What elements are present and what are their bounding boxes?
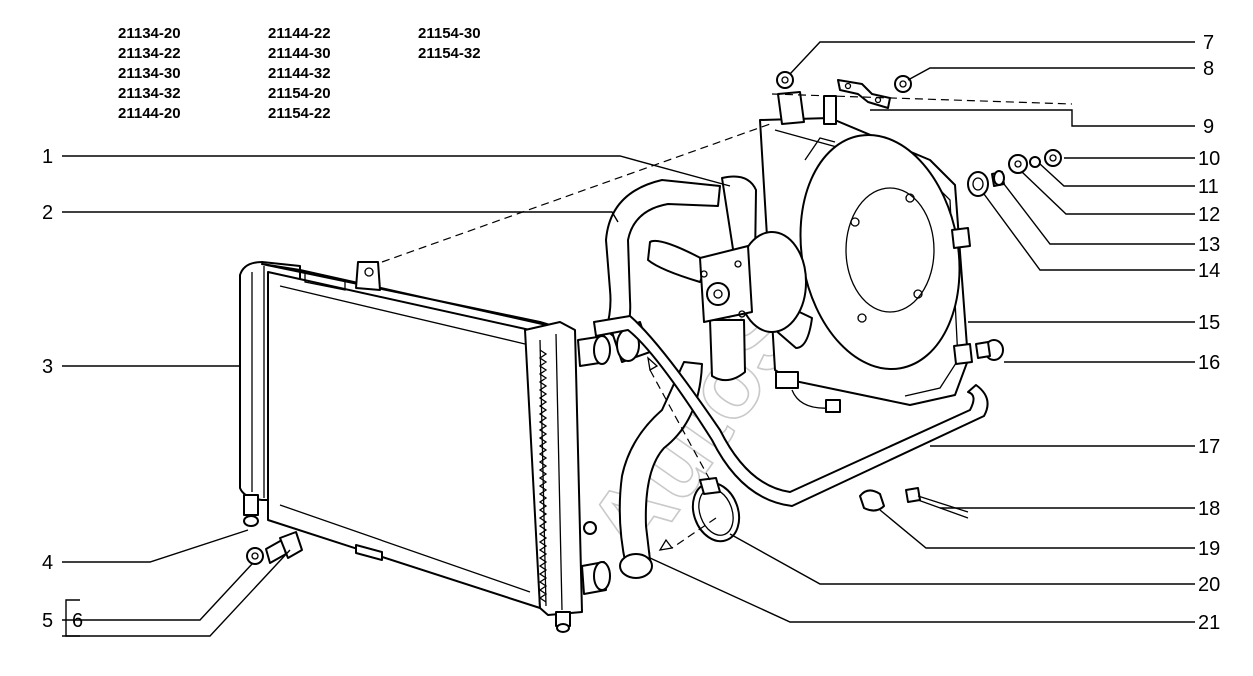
- model-number: 21144-22: [268, 25, 331, 42]
- fan-shroud: [759, 91, 973, 413]
- model-number: 21154-32: [418, 45, 481, 62]
- sensor-18: [905, 487, 969, 519]
- washer-12: [1008, 154, 1028, 174]
- callout-12: 12: [1198, 204, 1220, 226]
- callout-4: 4: [42, 552, 53, 574]
- callout-1: 1: [42, 146, 53, 168]
- model-number: 21154-30: [418, 25, 481, 42]
- callout-17: 17: [1198, 436, 1220, 458]
- assembly-arrow: [658, 538, 674, 551]
- model-number: 21134-22: [118, 45, 181, 62]
- bolt-16: [975, 339, 1004, 361]
- callout-14: 14: [1198, 260, 1220, 282]
- model-number: 21144-30: [268, 45, 331, 62]
- assembly-arrow: [647, 356, 659, 372]
- model-number: 21134-20: [118, 25, 181, 42]
- callout-19: 19: [1198, 538, 1220, 560]
- callout-21: 21: [1198, 612, 1220, 634]
- callout-20: 20: [1198, 574, 1220, 596]
- vapor-hose: [593, 315, 989, 507]
- callout-labels: 1 2 3 4 5 6 7 8 9 10 11 12 13 14 15 16 1…: [42, 32, 1220, 634]
- model-number: 21144-32: [268, 65, 331, 82]
- nut-10: [1044, 149, 1062, 167]
- nut-7: [776, 71, 794, 89]
- model-number: 21154-22: [268, 105, 331, 122]
- clip-19: [859, 489, 885, 512]
- model-number: 21134-30: [118, 65, 181, 82]
- callout-16: 16: [1198, 352, 1220, 374]
- model-number-list: 21134-20 21134-22 21134-30 21134-32 2114…: [118, 24, 568, 124]
- radiator: [239, 261, 611, 633]
- callout-15: 15: [1198, 312, 1220, 334]
- callout-8: 8: [1203, 58, 1214, 80]
- callout-7: 7: [1203, 32, 1214, 54]
- drain-plug-and-washer: [246, 531, 303, 565]
- model-number: 21154-20: [268, 85, 331, 102]
- clip-9: [837, 79, 891, 109]
- assembly-line: [381, 123, 771, 263]
- leader-lines: [62, 41, 1195, 637]
- callout-2: 2: [42, 202, 53, 224]
- assembly-line: [671, 517, 717, 549]
- callout-5: 5: [42, 610, 53, 632]
- callout-18: 18: [1198, 498, 1220, 520]
- cushion-14: [967, 171, 989, 197]
- lower-hose: [618, 361, 703, 579]
- washer-11: [1029, 156, 1041, 168]
- callout-6: 6: [72, 610, 83, 632]
- assembly-line: [649, 369, 711, 481]
- assembly-line: [771, 93, 1073, 105]
- callout-10: 10: [1198, 148, 1220, 170]
- callout-11: 11: [1198, 176, 1219, 198]
- bushing-13: [991, 170, 1005, 187]
- model-number: 21144-20: [118, 105, 181, 122]
- fan-assembly: [647, 175, 813, 382]
- callout-9: 9: [1203, 116, 1214, 138]
- nut-8: [894, 75, 912, 93]
- callout-13: 13: [1198, 234, 1220, 256]
- callout-3: 3: [42, 356, 53, 378]
- model-number: 21134-32: [118, 85, 181, 102]
